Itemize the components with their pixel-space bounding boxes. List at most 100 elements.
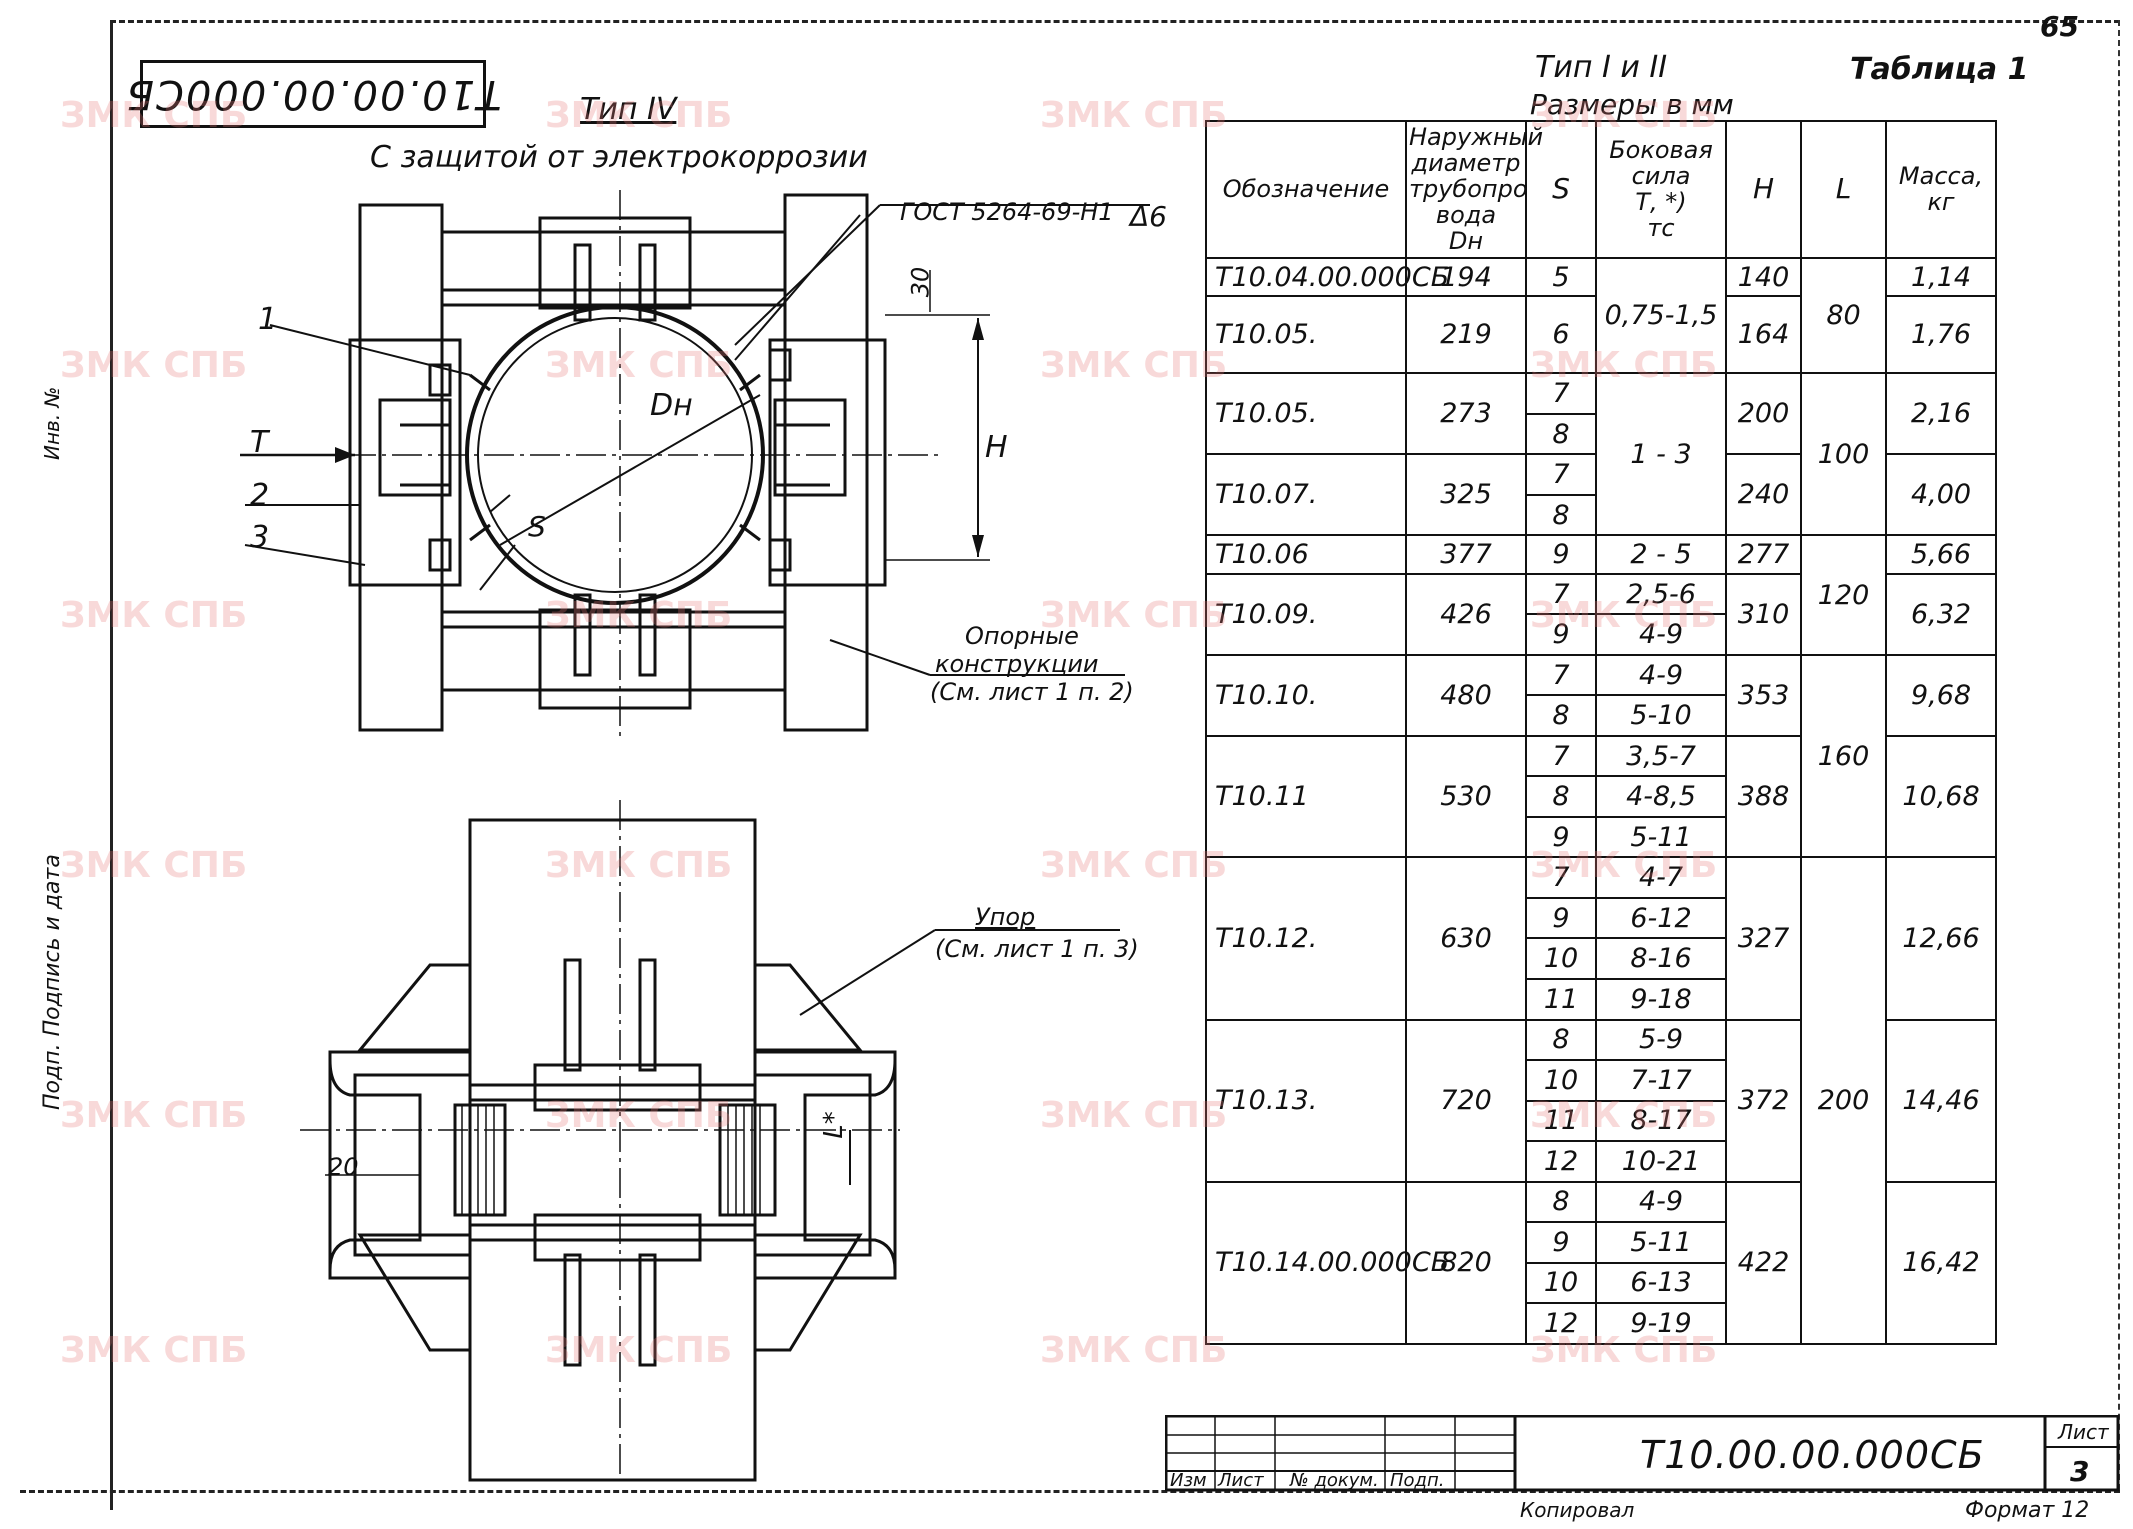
table-row: Т10.10. 480 7 4-9 353 160 9,68 [1205, 653, 1997, 859]
spec-table: Обозначение Наружный диаметр трубопро во… [1205, 120, 1997, 1346]
cell-designation: Т10.14.00.000СБ [1205, 1180, 1449, 1346]
cell-l: 160 [1800, 653, 1887, 859]
cell-diameter: 194 [1405, 256, 1527, 298]
cell-h: 277 [1725, 534, 1802, 575]
cell-s: 11 [1525, 1099, 1597, 1143]
table-row: 9 4-9 [1206, 613, 1996, 656]
dimension-h: Н [985, 430, 1008, 465]
supports-label-3: (См. лист 1 п. 2) [930, 678, 1134, 706]
cell-force: 5-11 [1595, 1221, 1727, 1264]
title-col-izm: Изм [1170, 1470, 1207, 1491]
dimension-dn: Dн [650, 388, 693, 423]
title-sheet-label: Лист [2058, 1420, 2109, 1444]
cell-s: 8 [1525, 493, 1597, 537]
header-h: Н [1725, 120, 1802, 259]
table-row: 8 [1206, 412, 1996, 456]
frame-right-line [2118, 20, 2120, 1490]
cell-s: 9 [1525, 896, 1597, 940]
cell-designation: Т10.09. [1205, 572, 1407, 656]
cell-s: 12 [1525, 1302, 1597, 1345]
table-row: 9 5-11 [1206, 815, 1996, 859]
title-col-sign: Подп. [1390, 1470, 1445, 1491]
cell-diameter: 219 [1405, 295, 1527, 375]
cell-mass: 16,42 [1885, 1180, 1997, 1346]
cell-force: 3,5-7 [1595, 734, 1727, 778]
header-s: S [1525, 120, 1597, 259]
table-row: Т10.04.00.000СБ 194 5 0,75-1,5 140 80 1,… [1205, 256, 1997, 375]
cell-h: 140 [1725, 256, 1802, 298]
cell-mass: 9,68 [1885, 653, 1997, 737]
table-row: 8 [1206, 493, 1996, 537]
cell-force: 4-7 [1595, 856, 1727, 899]
table-row: Т10.13. 720 8 5-9 372 14,46 [1205, 1018, 1997, 1183]
cell-diameter: 273 [1405, 372, 1527, 456]
cell-force: 2 - 5 [1595, 534, 1727, 575]
header-designation: Обозначение [1205, 120, 1407, 259]
right-channel [753, 1050, 897, 1280]
bottom-clamp [538, 608, 692, 710]
left-support-column [358, 203, 444, 732]
cell-s: 7 [1525, 372, 1597, 415]
cell-force: 7-17 [1595, 1059, 1727, 1102]
cell-s: 8 [1525, 694, 1597, 737]
stop-label-1: Упор [975, 903, 1036, 931]
cell-h: 388 [1725, 734, 1802, 859]
cell-s: 7 [1525, 653, 1597, 697]
cell-force: 4-8,5 [1595, 775, 1727, 818]
supports-label-1: Опорные [965, 622, 1079, 650]
right-side-block [768, 338, 887, 587]
position-1: 1 [258, 302, 278, 337]
cell-mass: 1,76 [1885, 295, 1997, 375]
cell-s: 10 [1525, 1059, 1597, 1102]
cell-force: 0,75-1,5 [1595, 256, 1727, 375]
cell-designation: Т10.10. [1205, 653, 1407, 737]
table-row: Т10.14.00.000СБ 820 8 4-9 422 16,42 [1205, 1180, 1997, 1346]
table-row: Т10.09. 426 7 2,5-6 310 6,32 [1205, 572, 1997, 656]
cell-force: 1 - 3 [1595, 372, 1727, 537]
gost-reference: ГОСТ 5264-69-Н1 [900, 198, 1114, 226]
cell-s: 9 [1525, 1221, 1597, 1264]
type-label: Тип IV [580, 92, 677, 127]
force-t: Т [250, 425, 269, 460]
left-channel [328, 1050, 472, 1280]
cell-force: 5-9 [1595, 1018, 1727, 1062]
left-side-block [348, 338, 462, 587]
cell-diameter: 426 [1405, 572, 1527, 656]
cell-diameter: 820 [1405, 1180, 1527, 1346]
cell-mass: 5,66 [1885, 534, 1997, 575]
cell-mass: 12,66 [1885, 856, 1997, 1021]
cell-force: 9-18 [1595, 978, 1727, 1021]
cell-s: 7 [1525, 453, 1597, 496]
cell-designation: Т10.12. [1205, 856, 1407, 1021]
cell-force: 4-9 [1595, 653, 1727, 697]
table-row: 9 5-11 [1206, 1221, 1996, 1264]
title-sheet-number: 3 [2070, 1455, 2090, 1488]
cell-h: 327 [1725, 856, 1802, 1021]
cell-mass: 4,00 [1885, 453, 1997, 537]
cell-force: 4-9 [1595, 1180, 1727, 1224]
table-caption-types: Тип I и II [1535, 50, 1668, 85]
cell-s: 9 [1525, 815, 1597, 859]
table-header-row: Обозначение Наружный диаметр трубопро во… [1205, 120, 1997, 259]
cell-h: 240 [1725, 453, 1802, 537]
title-col-list: Лист [1218, 1470, 1264, 1491]
drawing-subtitle: С защитой от электрокоррозии [370, 140, 868, 175]
cell-mass: 2,16 [1885, 372, 1997, 456]
cell-s: 6 [1525, 295, 1597, 375]
spec-table-wrapper: Обозначение Наружный диаметр трубопро во… [1205, 120, 1997, 1346]
stop-label-2: (См. лист 1 п. 3) [935, 935, 1139, 963]
cell-force: 9-19 [1595, 1302, 1727, 1345]
title-doc-number: Т10.00.00.000СБ [1640, 1433, 1985, 1477]
cell-diameter: 720 [1405, 1018, 1527, 1183]
cell-s: 7 [1525, 734, 1597, 778]
cell-s: 9 [1525, 613, 1597, 656]
cell-s: 7 [1525, 572, 1597, 616]
frame-top-line [110, 20, 2120, 23]
right-support-column [783, 193, 869, 732]
cell-force: 5-10 [1595, 694, 1727, 737]
cell-h: 372 [1725, 1018, 1802, 1183]
header-force: Боковая сила Т, *) тс [1595, 120, 1727, 259]
cell-force: 10-21 [1595, 1140, 1727, 1183]
dimension-s: S [528, 510, 546, 543]
header-l: L [1800, 120, 1887, 259]
